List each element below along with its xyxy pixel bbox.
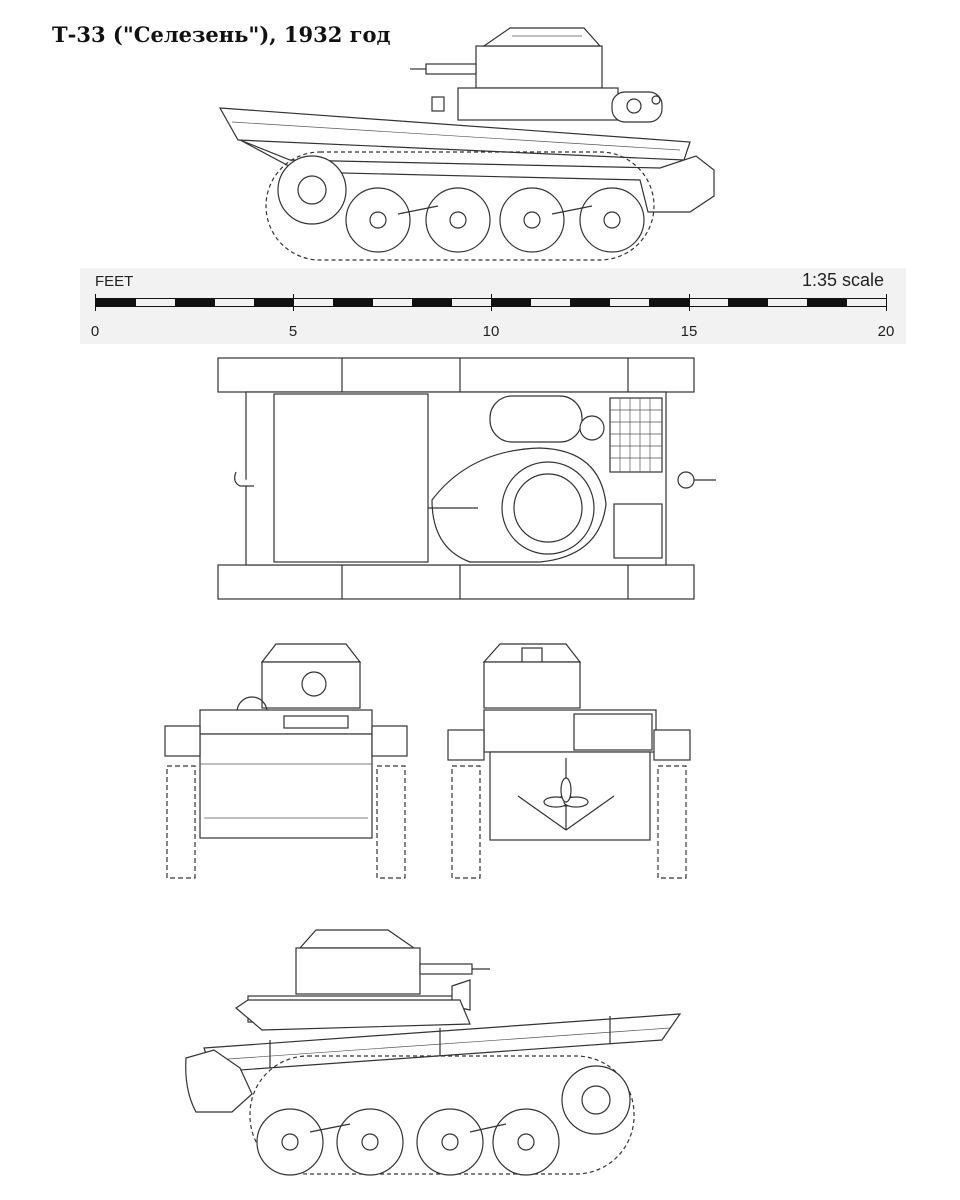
hull-front <box>199 733 373 839</box>
drive-sprocket <box>277 155 347 225</box>
track-left <box>166 765 196 879</box>
scale-tick <box>886 294 887 311</box>
road-wheels <box>256 1108 560 1176</box>
propeller <box>517 758 615 831</box>
road-wheels <box>345 187 645 253</box>
turret <box>410 27 619 121</box>
engine-access-hatch <box>489 395 583 443</box>
exhaust-hatch <box>611 91 663 123</box>
track <box>249 1055 635 1175</box>
hull-lower <box>185 1049 253 1113</box>
scale-tick-label: 5 <box>288 323 298 340</box>
scale-bar-panel: FEET 1:35 scale 0 5 10 15 20 <box>80 268 906 344</box>
scale-tick-label: 15 <box>680 323 698 340</box>
track <box>265 151 655 261</box>
rear-view <box>447 643 691 879</box>
scale-tick <box>95 294 96 311</box>
top-view <box>217 357 716 600</box>
drive-sprocket <box>561 1065 631 1135</box>
hull-lower <box>239 139 715 213</box>
scale-unit-label: FEET <box>95 273 134 290</box>
scale-tick-label: 20 <box>877 323 895 340</box>
track-right <box>657 765 687 879</box>
suspension-springs <box>397 205 593 215</box>
float-top <box>217 357 695 393</box>
track-left <box>451 765 481 879</box>
turret-top <box>501 461 595 555</box>
scale-tick-label: 10 <box>482 323 500 340</box>
fuel-box <box>613 503 663 559</box>
side-view-right <box>185 929 682 1176</box>
float-bottom <box>217 564 695 600</box>
turret-rear <box>483 661 581 709</box>
scale-tick <box>689 294 690 311</box>
page-title: Т-33 ("Селезень"), 1932 год <box>52 22 391 47</box>
scale-ratio-label: 1:35 scale <box>801 270 884 290</box>
scale-tick <box>293 294 294 311</box>
track-right <box>376 765 406 879</box>
scale-tick <box>491 294 492 311</box>
scale-tick-label: 0 <box>90 323 100 340</box>
front-view <box>164 643 408 879</box>
radiator-grille <box>609 397 663 473</box>
suspension-springs <box>309 1123 507 1133</box>
hull-upper <box>235 999 471 1031</box>
side-view-left <box>218 27 715 261</box>
